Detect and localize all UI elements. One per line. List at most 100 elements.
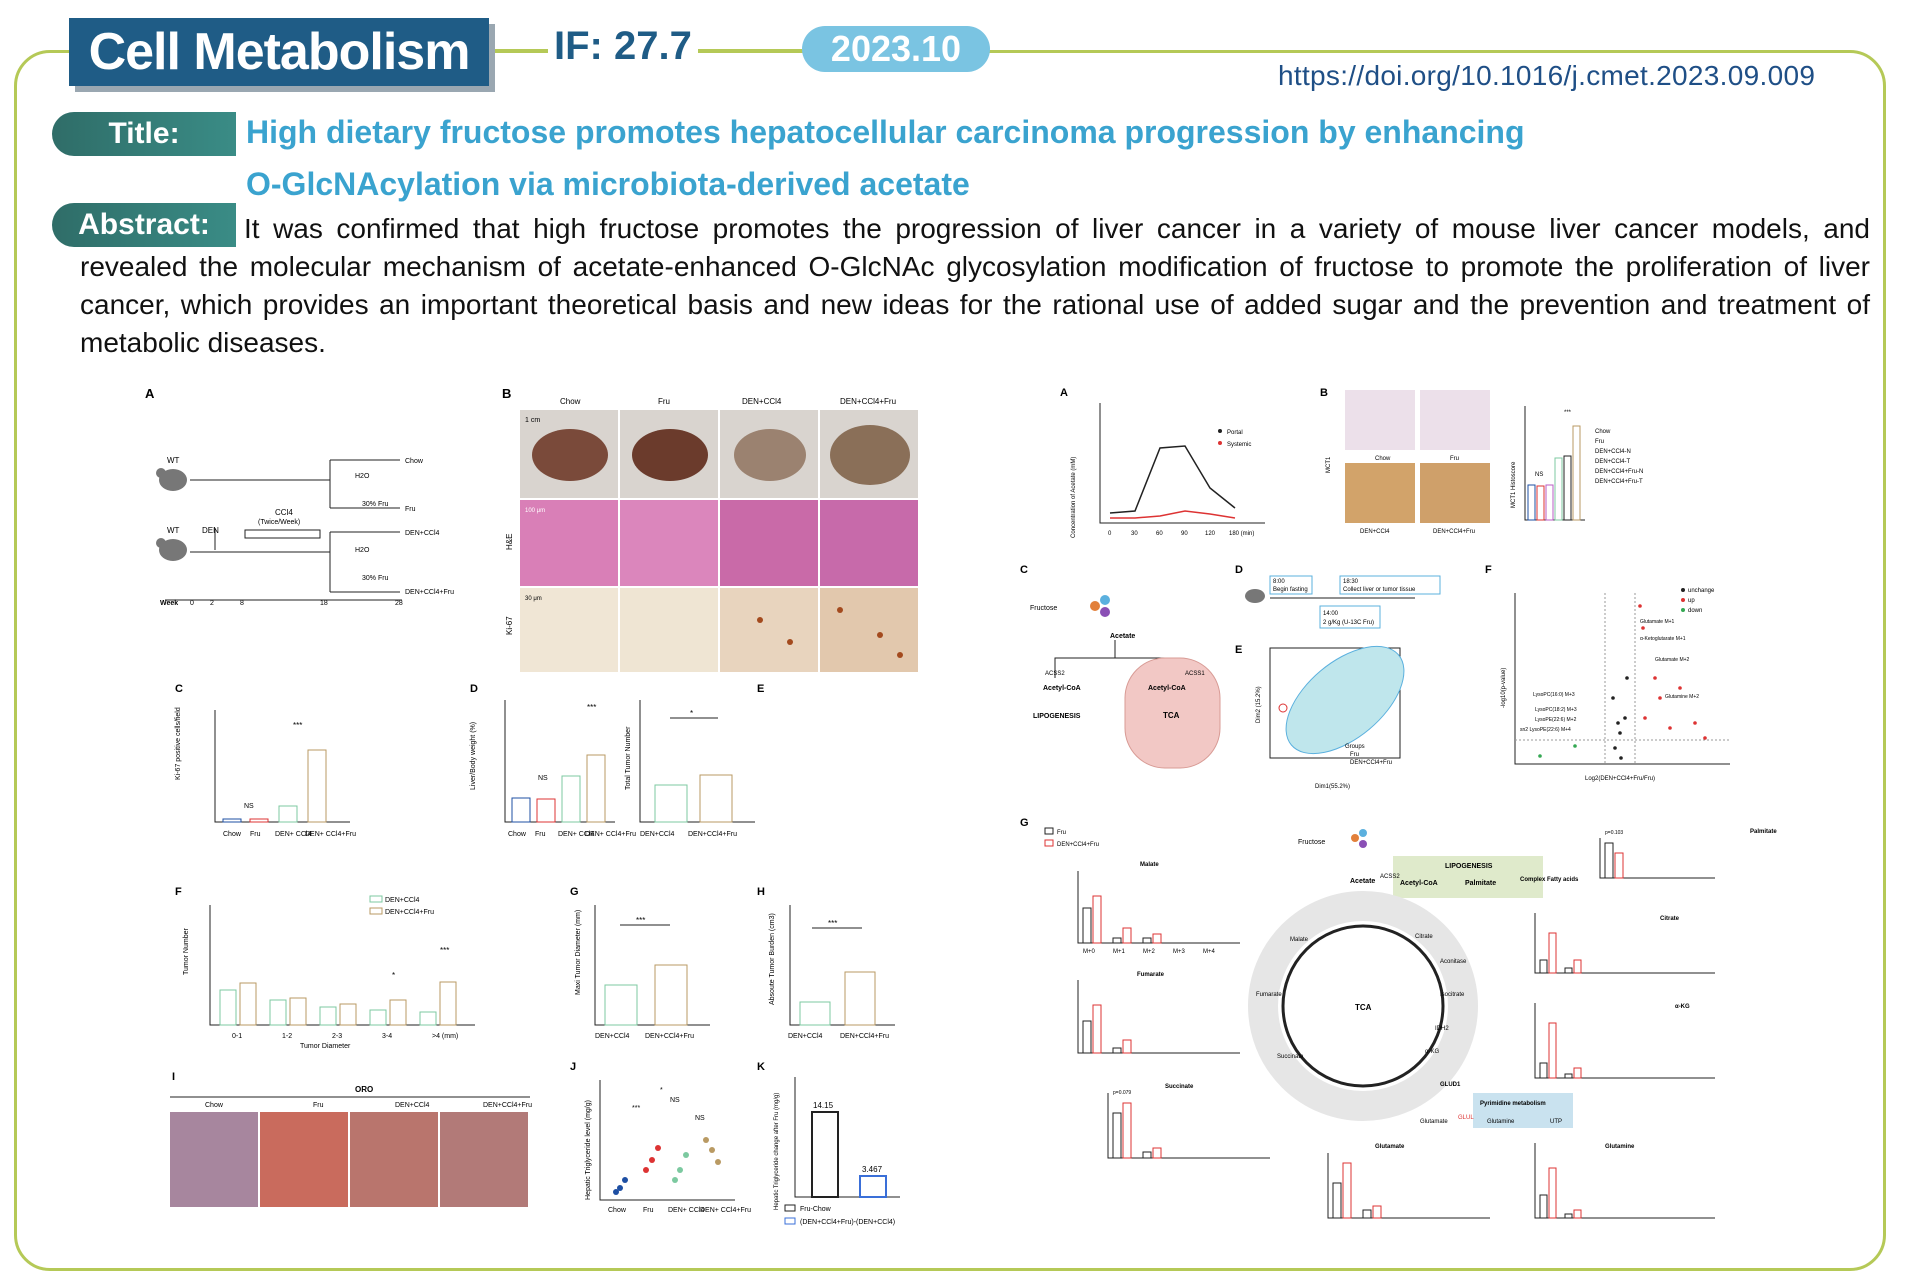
- panel-h-label: H: [757, 886, 765, 898]
- mct1-images: [1345, 390, 1490, 523]
- mouse-label-2: WT: [167, 526, 180, 535]
- f-ann-2: Glutamate M+2: [1655, 657, 1690, 663]
- group-chow: Chow: [405, 458, 424, 465]
- cat-d-1: Fru: [535, 831, 546, 838]
- fru30-label-2: 30% Fru: [362, 575, 389, 582]
- e-legend-0: Fru: [1350, 752, 1359, 758]
- mct1-bar-chart: NS ***: [1524, 406, 1585, 521]
- col-den-ccl4: DEN+CCl4: [742, 397, 782, 406]
- p-utp: UTP: [1550, 1119, 1562, 1125]
- b-legend-1: Fru: [1595, 439, 1604, 445]
- col-chow: Chow: [560, 397, 581, 406]
- panel-d-chart: NS ***: [504, 700, 615, 823]
- panel-j-label: J: [570, 1061, 576, 1073]
- e-legend-1: DEN+CCl4+Fru: [1350, 760, 1392, 766]
- cat-g-1: DEN+CCl4+Fru: [645, 1033, 694, 1040]
- r-panel-b-label: B: [1320, 387, 1328, 399]
- oro-col-0: Chow: [205, 1102, 224, 1109]
- oro-col-2: DEN+CCl4: [395, 1102, 430, 1109]
- ylabel-k: Hepatic Triglyceride change after Fru (m…: [774, 1093, 780, 1210]
- g-iso-0: M+0: [1083, 949, 1096, 955]
- week-28: 28: [395, 600, 403, 607]
- g-chart-glutamate: Glutamate: [1375, 1144, 1405, 1150]
- panel-d-label: D: [470, 683, 478, 695]
- r-panel-f-label: F: [1485, 564, 1492, 576]
- p-malate: Malate: [1290, 937, 1309, 943]
- b-legend-5: DEN+CCl4+Fru-T: [1595, 479, 1643, 485]
- cat-j-3: DEN+ CCl4+Fru: [700, 1207, 751, 1214]
- he-images: [520, 500, 918, 586]
- p-glutamate: Glutamate: [1420, 1119, 1448, 1125]
- paper-title-line1: High dietary fructose promotes hepatocel…: [246, 114, 1525, 150]
- cat-d-2: DEN+ CCl4: [558, 831, 594, 838]
- f-ann-6: LysoPE(22:6) M+2: [1535, 717, 1577, 723]
- b-legend-0: Chow: [1595, 429, 1611, 435]
- den-label: DEN: [202, 526, 219, 535]
- mouse-icon: [156, 538, 187, 561]
- cat-c-2: DEN+ CCl4: [275, 831, 311, 838]
- sig-c-ns: NS: [244, 803, 254, 810]
- r-panel-g-label: G: [1020, 817, 1029, 829]
- p-acss2: ACSS2: [1380, 874, 1400, 880]
- p-citrate: Citrate: [1415, 934, 1433, 940]
- p-succinate: Succinate: [1277, 1054, 1304, 1060]
- p-aconitase: Aconitase: [1440, 959, 1467, 965]
- p-akg: α-KG: [1425, 1049, 1439, 1055]
- row-he: H&E: [505, 534, 514, 550]
- d-t2: 18:30: [1343, 579, 1359, 585]
- sig-j-0: *: [660, 1087, 663, 1094]
- cat-j-1: Fru: [643, 1207, 654, 1214]
- f-ann-7: sn2 LysoPE(22:6) M+4: [1520, 727, 1571, 733]
- panel-b-label: B: [502, 386, 511, 401]
- p-acetylcoa: Acetyl-CoA: [1400, 880, 1438, 887]
- r-panel-d-label: D: [1235, 564, 1243, 576]
- sig-f-0: *: [392, 971, 395, 980]
- cat-h-0: DEN+CCl4: [788, 1033, 823, 1040]
- p-fructose: Fructose: [1298, 839, 1325, 846]
- f-xlabel: Log2(DEN+CCl4+Fru/Fru): [1585, 776, 1655, 782]
- g-chart-akg: α-KG: [1675, 1004, 1690, 1010]
- panel-f-chart: DEN+CCl4 DEN+CCl4+Fru * ***: [209, 895, 475, 1026]
- ylabel-acetate: Concentration of Acetate (mM): [1071, 457, 1077, 538]
- p-palmitate: Palmitate: [1465, 880, 1496, 887]
- row-ki67: Ki-67: [505, 616, 514, 635]
- sig-h: ***: [828, 919, 837, 928]
- b-legend-3: DEN+CCl4-T: [1595, 459, 1631, 465]
- c-fructose: Fructose: [1030, 605, 1057, 612]
- header-line-left: [489, 49, 549, 52]
- journal-name: Cell Metabolism: [69, 18, 489, 86]
- g-pathway-diagram: Fructose LIPOGENESIS Acetate ACSS2 Acety…: [1248, 829, 1579, 1128]
- g-legend-0: Fru: [1057, 830, 1066, 836]
- panel-g-label: G: [570, 886, 579, 898]
- xtick-120: 120: [1205, 531, 1216, 537]
- sig-j-3: NS: [695, 1115, 705, 1122]
- scale-100um: 100 μm: [525, 508, 545, 514]
- legend-k-0: Fru-Chow: [800, 1206, 832, 1213]
- panel-k-chart: 14.15 3.467 Fru-Chow (DEN+CCl4+Fru)-(DEN…: [784, 1077, 900, 1226]
- sig-d-ns: NS: [538, 775, 548, 782]
- g-chart-glutamine: Glutamine: [1605, 1144, 1635, 1150]
- p-complex: Complex Fatty acids: [1520, 877, 1579, 883]
- xtick-60: 60: [1156, 531, 1163, 537]
- cat-j-2: DEN+ CCl4: [668, 1207, 704, 1214]
- p-tca: TCA: [1355, 1003, 1372, 1012]
- r-panel-c-label: C: [1020, 564, 1028, 576]
- abstract-text: It was confirmed that high fructose prom…: [80, 213, 1870, 358]
- acetate-line-chart: Portal Systemic: [1099, 403, 1265, 524]
- doi-link[interactable]: https://doi.org/10.1016/j.cmet.2023.09.0…: [1278, 60, 1816, 91]
- e-xlabel: Dim1(55.2%): [1315, 784, 1350, 790]
- panel-e-pca: Groups Fru DEN+CCl4+Fru: [1269, 645, 1405, 766]
- f-ann-0: Glutamate M+1: [1640, 619, 1675, 625]
- g-iso-2: M+2: [1143, 949, 1156, 955]
- d-t1b: Begin fasting: [1273, 587, 1308, 593]
- p-idh2: IDH2: [1435, 1026, 1449, 1032]
- f-ann-5: LysoPC(18:2) M+3: [1535, 707, 1577, 713]
- c-acetylcoa-2: Acetyl-CoA: [1148, 685, 1186, 692]
- ccl4-label: CCl4: [275, 508, 293, 517]
- d-t2b: Collect liver or tumor tissue: [1343, 587, 1416, 593]
- paper-title-line2: O-GlcNAcylation via microbiota-derived a…: [246, 166, 970, 202]
- publication-date: 2023.10: [802, 26, 990, 72]
- sig-g: ***: [636, 916, 645, 925]
- xtick-30: 30: [1131, 531, 1138, 537]
- f-ylabel: -log10(p-value): [1501, 668, 1507, 708]
